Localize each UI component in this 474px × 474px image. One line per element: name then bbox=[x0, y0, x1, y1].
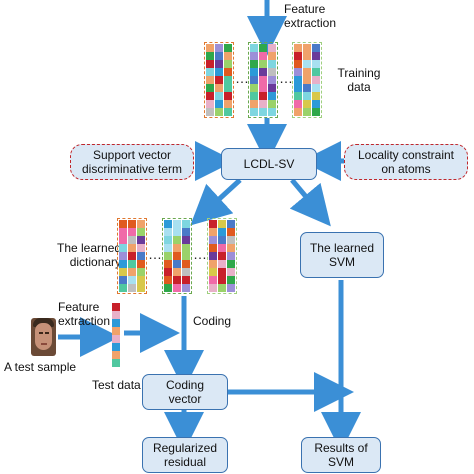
test-data-column bbox=[111, 303, 121, 369]
learned-dictionary-matrix: …… bbox=[117, 218, 247, 294]
locality-constraint-box: Locality constraint on atoms bbox=[344, 144, 468, 180]
matrix-dots: … bbox=[148, 246, 163, 262]
matrix-dots: … bbox=[235, 70, 250, 86]
matrix-column bbox=[268, 44, 276, 116]
results-of-svm-box: Results of SVM bbox=[301, 437, 381, 473]
matrix-column bbox=[182, 220, 190, 292]
matrix-column bbox=[164, 220, 172, 292]
matrix-column bbox=[215, 44, 223, 116]
matrix-column bbox=[259, 44, 267, 116]
test-data-label: Test data bbox=[92, 378, 141, 392]
matrix-group bbox=[162, 218, 192, 294]
learned-dictionary-label: The learned dictionary bbox=[57, 241, 122, 269]
matrix-group bbox=[207, 218, 237, 294]
lcdl-sv-box: LCDL-SV bbox=[221, 148, 317, 180]
matrix-column bbox=[173, 220, 181, 292]
test-sample-label: A test sample bbox=[4, 360, 77, 374]
training-data-label: Training data bbox=[337, 66, 381, 94]
matrix-column bbox=[206, 44, 214, 116]
support-vector-term-box: Support vector discriminative term bbox=[70, 144, 194, 180]
regularized-residual-box: Regularized residual bbox=[142, 437, 228, 473]
coding-vector-box: Coding vector bbox=[142, 374, 228, 410]
feature-extraction-left-label: Feature extraction bbox=[58, 300, 111, 328]
learned-svm-box: The learned SVM bbox=[300, 232, 384, 278]
matrix-column bbox=[312, 44, 320, 116]
test-data-cells bbox=[112, 303, 120, 367]
matrix-column bbox=[227, 220, 235, 292]
matrix-column bbox=[303, 44, 311, 116]
matrix-group bbox=[248, 42, 278, 118]
matrix-group bbox=[204, 42, 234, 118]
matrix-column bbox=[224, 44, 232, 116]
matrix-column bbox=[209, 220, 217, 292]
coding-label: Coding bbox=[193, 314, 232, 328]
arrow-lcdl-to-svm bbox=[289, 178, 331, 227]
arrow-lcdl-to-dict bbox=[190, 178, 242, 226]
matrix-column bbox=[128, 220, 136, 292]
matrix-group bbox=[292, 42, 322, 118]
matrix-column bbox=[294, 44, 302, 116]
matrix-dots: … bbox=[193, 246, 208, 262]
matrix-column bbox=[250, 44, 258, 116]
matrix-group bbox=[117, 218, 147, 294]
matrix-column bbox=[218, 220, 226, 292]
feature-extraction-top-label: Feature extraction bbox=[284, 2, 337, 30]
training-data-matrix: …… bbox=[204, 42, 330, 118]
matrix-dots: … bbox=[279, 70, 294, 86]
matrix-column bbox=[137, 220, 145, 292]
test-face-image bbox=[31, 318, 56, 356]
matrix-column bbox=[119, 220, 127, 292]
